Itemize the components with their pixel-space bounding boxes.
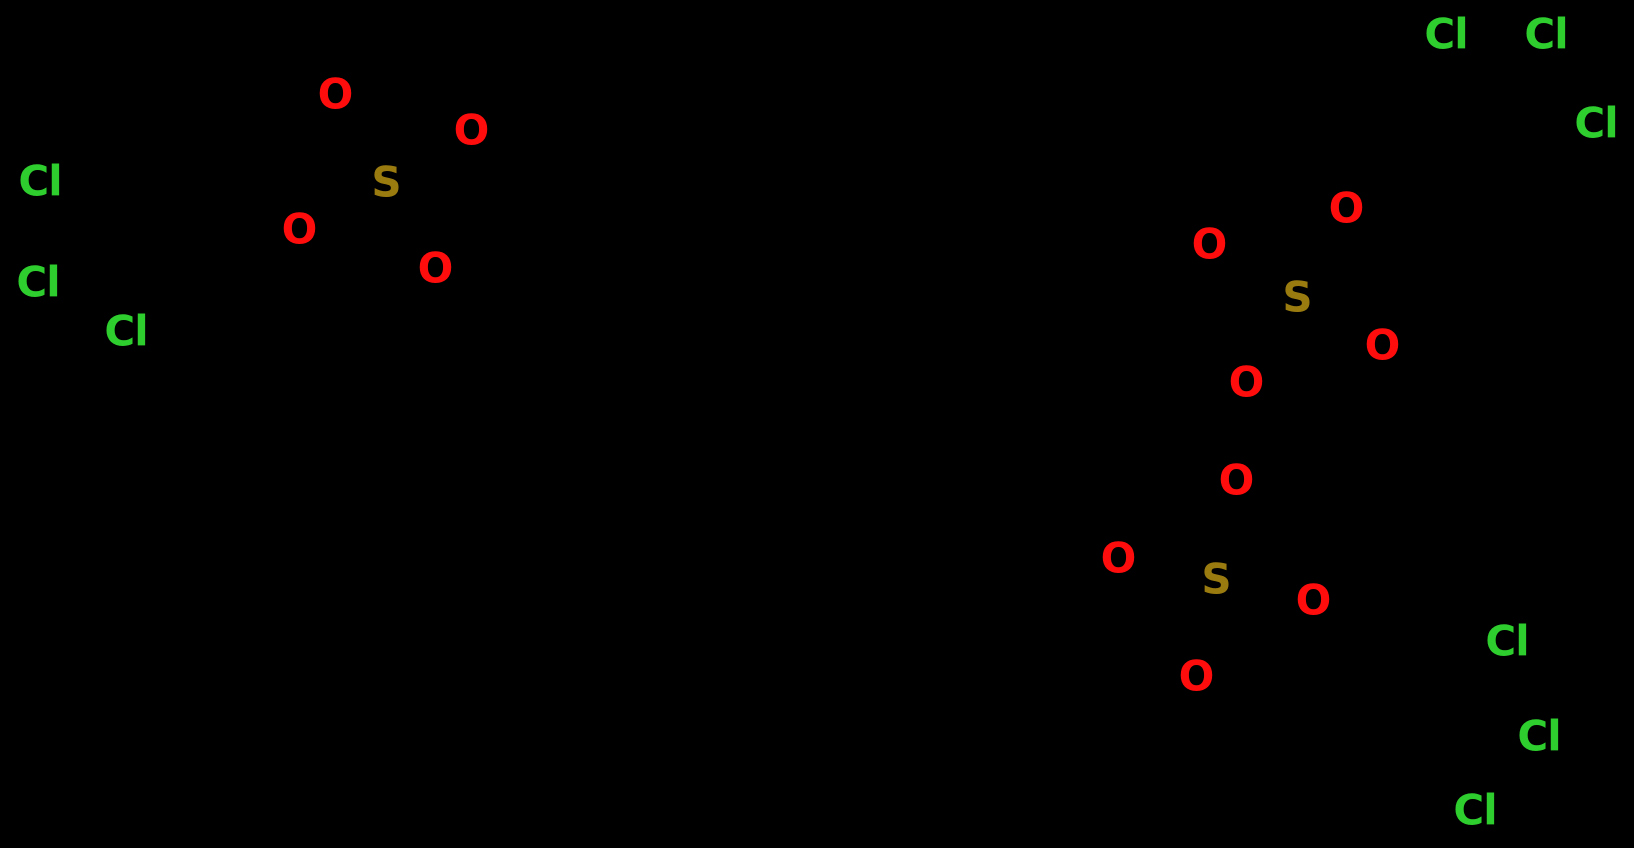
atom-label-cl: Cl — [18, 156, 62, 206]
atom-label-o: O — [417, 243, 454, 293]
atom-label-s: S — [1282, 272, 1312, 322]
atom-label-cl: Cl — [1574, 98, 1618, 148]
atom-label-o: O — [1218, 455, 1255, 505]
atom-label-cl: Cl — [1485, 616, 1529, 666]
atom-label-o: O — [1100, 533, 1137, 583]
atom-label-s: S — [371, 157, 401, 207]
atom-label-cl: Cl — [1524, 9, 1568, 59]
atom-label-cl: Cl — [1517, 711, 1561, 761]
atom-label-s: S — [1201, 554, 1231, 604]
atom-label-o: O — [1178, 651, 1215, 701]
atom-label-o: O — [1364, 320, 1401, 370]
atom-label-o: O — [1228, 357, 1265, 407]
atom-label-o: O — [1191, 219, 1228, 269]
atom-label-cl: Cl — [1424, 9, 1468, 59]
atom-label-o: O — [453, 105, 490, 155]
atom-label-cl: Cl — [1453, 785, 1497, 835]
atom-label-o: O — [317, 69, 354, 119]
atom-label-o: O — [1328, 183, 1365, 233]
atom-label-cl: Cl — [104, 306, 148, 356]
atom-label-o: O — [1295, 575, 1332, 625]
atom-label-cl: Cl — [16, 257, 60, 307]
atom-label-o: O — [281, 204, 318, 254]
